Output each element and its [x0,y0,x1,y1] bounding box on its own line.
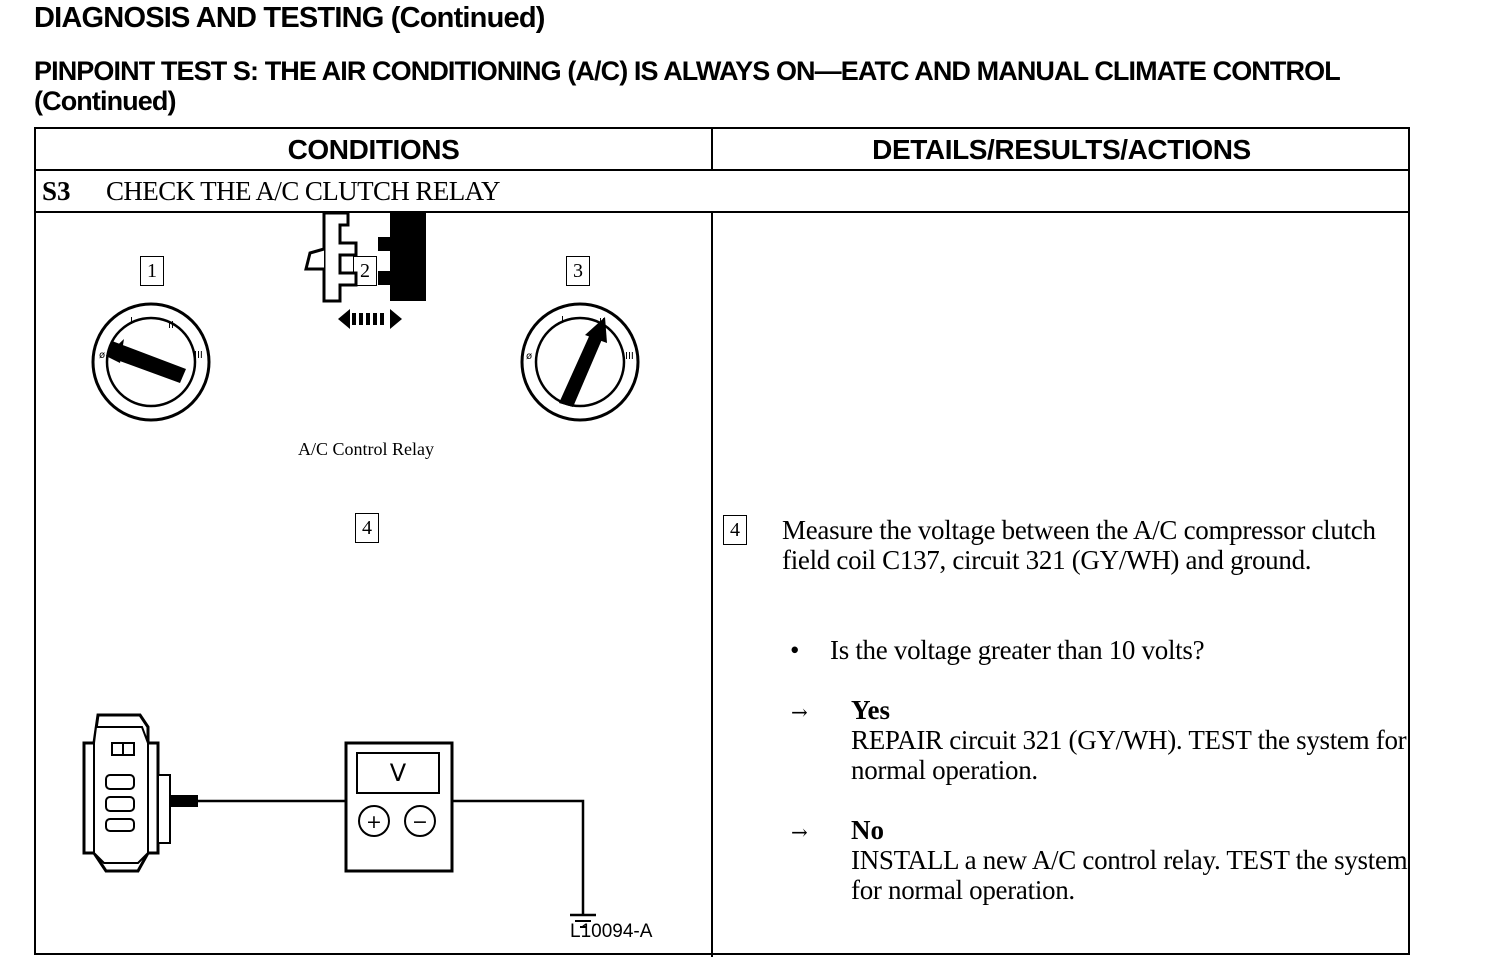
answer-no-action: INSTALL a new A/C control relay. TEST th… [851,845,1408,905]
details-header: DETAILS/RESULTS/ACTIONS [872,134,1251,165]
step-title: CHECK THE A/C CLUTCH RELAY [106,176,501,206]
step-id: S3 [42,176,71,206]
callout-4: 4 [355,513,379,543]
ground-symbol-icon [570,913,596,928]
switch-mark-off: ø [526,351,532,362]
pinpoint-test-title: PINPOINT TEST S: THE AIR CONDITIONING (A… [34,56,1340,116]
ignition-switch-off-icon: ø I II III [91,302,211,422]
voltmeter-test-circuit: V + − [82,713,596,928]
clutch-connector-icon [82,713,198,873]
voltmeter-icon: V + − [344,741,454,873]
column-divider [711,213,713,957]
pinpoint-test-table: CONDITIONS DETAILS/RESULTS/ACTIONS S3 CH… [34,127,1410,957]
positive-terminal-label: + [366,811,382,833]
instruction-text: Measure the voltage between the A/C comp… [782,515,1376,575]
callout-2: 2 [353,256,377,286]
switch-mark-3: III [625,351,634,362]
negative-terminal-label: − [412,811,428,833]
answer-yes-label: Yes [851,695,890,725]
details-callout-4: 4 [723,515,747,545]
header-divider [711,129,713,171]
question-bullet: • [790,635,800,665]
answer-yes-action: REPAIR circuit 321 (GY/WH). TEST the sys… [851,725,1407,785]
callout-3: 3 [566,256,590,286]
relay-caption: A/C Control Relay [298,439,434,459]
answer-no-label: No [851,815,884,845]
conditions-header: CONDITIONS [287,134,460,165]
question-text: Is the voltage greater than 10 volts? [830,635,1205,665]
no-arrow-icon: → [791,820,808,844]
switch-mark-2: II [599,317,605,328]
callout-1: 1 [140,256,164,286]
ignition-switch-run-icon: ø I II III [520,302,640,422]
ac-control-relay-icon [304,211,426,329]
switch-mark-1: I [561,315,564,326]
switch-mark-1: I [130,316,133,327]
table-header-row: CONDITIONS DETAILS/RESULTS/ACTIONS [36,129,1408,171]
conditions-cell: 1 2 3 4 ø I II III A/C Co [36,211,711,953]
yes-arrow-icon: → [791,700,808,724]
switch-mark-2: II [168,320,174,331]
voltmeter-unit: V [390,759,407,787]
figure-code: L10094-A [570,921,653,942]
switch-mark-3: III [194,350,203,361]
switch-mark-off: ø [99,350,105,361]
details-cell: 4 Measure the voltage between the A/C co… [713,213,1410,953]
test-lead-negative [452,799,585,915]
step-row: S3 CHECK THE A/C CLUTCH RELAY [36,171,1408,213]
page-heading: DIAGNOSIS AND TESTING (Continued) [34,2,545,34]
